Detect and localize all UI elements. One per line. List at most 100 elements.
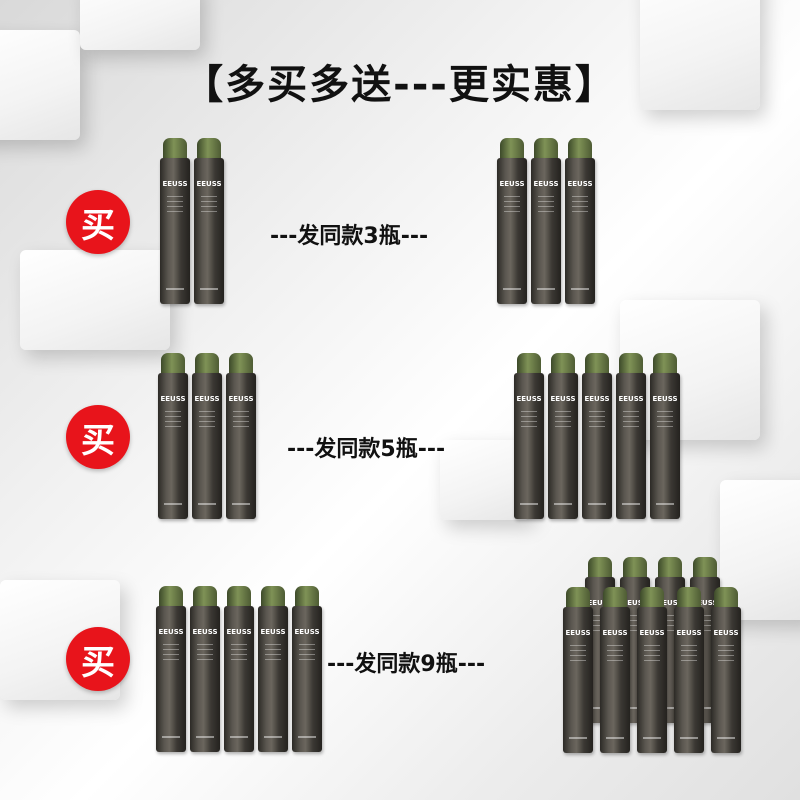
brand-logo: EEUSS	[713, 629, 739, 637]
label-line	[622, 503, 640, 505]
offer-text: ---发同款3瓶---	[270, 224, 429, 249]
label-line	[538, 211, 554, 212]
label-line	[165, 421, 181, 422]
label-line	[197, 659, 213, 660]
bottle-body: EEUSS	[158, 373, 188, 519]
brand-logo: EEUSS	[618, 395, 644, 403]
offer-text: ---发同款5瓶---	[287, 437, 446, 462]
brand-logo: EEUSS	[226, 628, 252, 636]
bottle-cap	[227, 586, 251, 608]
label-line	[644, 660, 660, 661]
label-line	[569, 737, 587, 739]
label-line	[521, 411, 537, 412]
hairspray-bottle: EEUSS	[531, 138, 561, 304]
hairspray-bottle: EEUSS	[292, 586, 322, 752]
brand-logo: EEUSS	[584, 395, 610, 403]
buy-badge: 买	[66, 405, 130, 469]
label-line	[264, 736, 282, 738]
bottle-cap	[640, 587, 664, 609]
brand-logo: EEUSS	[196, 180, 222, 188]
label-line	[233, 421, 249, 422]
brand-logo: EEUSS	[499, 180, 525, 188]
bottle-body: EEUSS	[497, 158, 527, 304]
bottle-cap	[295, 586, 319, 608]
label-line	[504, 201, 520, 202]
brand-logo: EEUSS	[622, 599, 648, 607]
bottle-cap	[229, 353, 253, 375]
brand-logo: EEUSS	[294, 628, 320, 636]
label-line	[570, 655, 586, 656]
hairspray-bottle: EEUSS	[582, 353, 612, 519]
label-line	[231, 649, 247, 650]
hairspray-bottle: EEUSS	[563, 587, 593, 753]
label-line	[718, 660, 734, 661]
bottle-body: EEUSS	[292, 606, 322, 752]
label-line	[201, 196, 217, 197]
offer-text: ---发同款9瓶---	[327, 652, 486, 677]
bottle-cap	[693, 557, 717, 579]
hairspray-bottle: EEUSS	[194, 138, 224, 304]
bottle-cap	[517, 353, 541, 375]
label-line	[521, 416, 537, 417]
label-line	[623, 421, 639, 422]
hairspray-bottle: EEUSS	[637, 587, 667, 753]
label-line	[232, 503, 250, 505]
bottle-cap	[568, 138, 592, 160]
bottle-cap	[195, 353, 219, 375]
label-line	[588, 503, 606, 505]
label-line	[570, 660, 586, 661]
bottle-cap	[623, 557, 647, 579]
label-line	[197, 649, 213, 650]
label-line	[201, 211, 217, 212]
label-line	[572, 196, 588, 197]
bottle-cap	[677, 587, 701, 609]
brand-logo: EEUSS	[587, 599, 613, 607]
hairspray-bottle: EEUSS	[158, 353, 188, 519]
hairspray-bottle: EEUSS	[548, 353, 578, 519]
hairspray-bottle: EEUSS	[192, 353, 222, 519]
brand-logo: EEUSS	[567, 180, 593, 188]
label-line	[164, 503, 182, 505]
label-line	[231, 644, 247, 645]
bottle-body: EEUSS	[258, 606, 288, 752]
brand-logo: EEUSS	[160, 395, 186, 403]
hairspray-bottle: EEUSS	[224, 586, 254, 752]
label-line	[627, 620, 643, 621]
label-line	[572, 211, 588, 212]
hairspray-bottle: EEUSS	[160, 138, 190, 304]
label-line	[607, 645, 623, 646]
label-line	[538, 206, 554, 207]
label-line	[167, 196, 183, 197]
label-line	[697, 620, 713, 621]
brand-logo: EEUSS	[533, 180, 559, 188]
brand-logo: EEUSS	[550, 395, 576, 403]
brand-logo: EEUSS	[652, 395, 678, 403]
label-line	[167, 211, 183, 212]
label-line	[538, 196, 554, 197]
label-line	[233, 416, 249, 417]
brand-logo: EEUSS	[162, 180, 188, 188]
label-line	[200, 288, 218, 290]
label-line	[165, 416, 181, 417]
hairspray-bottle: EEUSS	[258, 586, 288, 752]
label-line	[656, 503, 674, 505]
label-line	[299, 644, 315, 645]
label-line	[521, 426, 537, 427]
brand-logo: EEUSS	[639, 629, 665, 637]
hairspray-bottle: EEUSS	[674, 587, 704, 753]
bottle-cap	[714, 587, 738, 609]
brand-logo: EEUSS	[260, 628, 286, 636]
label-line	[572, 206, 588, 207]
bottle-body: EEUSS	[156, 606, 186, 752]
brand-logo: EEUSS	[676, 629, 702, 637]
label-line	[555, 411, 571, 412]
label-line	[265, 659, 281, 660]
label-line	[197, 654, 213, 655]
label-line	[718, 655, 734, 656]
label-line	[231, 654, 247, 655]
label-line	[718, 650, 734, 651]
bottle-cap	[566, 587, 590, 609]
brand-logo: EEUSS	[194, 395, 220, 403]
label-line	[681, 660, 697, 661]
label-line	[230, 736, 248, 738]
